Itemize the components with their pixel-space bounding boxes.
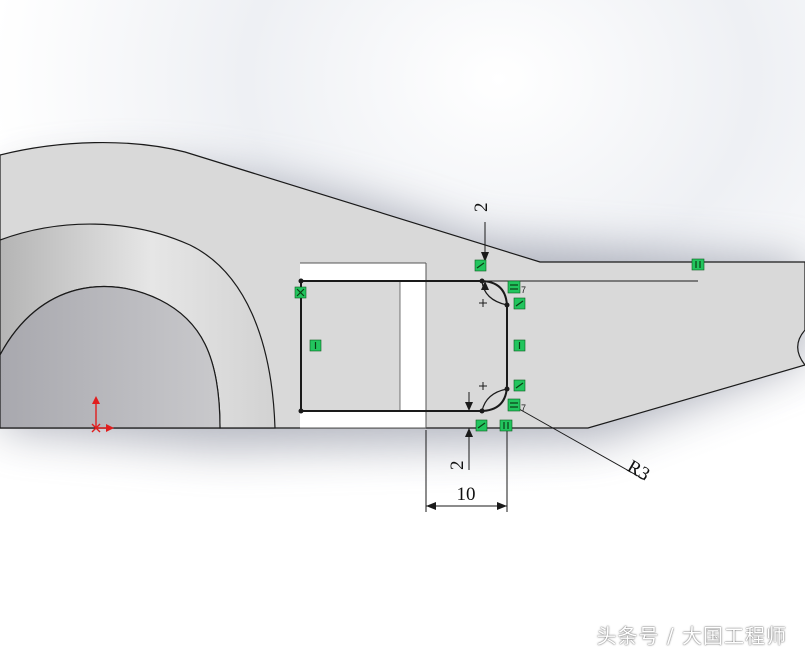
origin-icon bbox=[91, 396, 114, 433]
relation-horizontal-ref-icon bbox=[691, 258, 705, 271]
dimension-bottom-offset[interactable]: 2 bbox=[447, 392, 473, 470]
fillet-center-bottom bbox=[479, 382, 487, 390]
relation-tangent-bottom-icon bbox=[513, 379, 526, 392]
relation-coincident-top-icon bbox=[474, 259, 487, 272]
dimension-top-offset[interactable]: 2 bbox=[471, 203, 492, 291]
sketch-profile[interactable] bbox=[300, 280, 508, 412]
slot-bottom-strip bbox=[300, 411, 426, 428]
fillet-center-top bbox=[479, 299, 487, 307]
slot-top-strip bbox=[300, 263, 426, 281]
relation-markers[interactable] bbox=[294, 258, 705, 432]
relation-equal-top-icon bbox=[507, 280, 521, 294]
marker-index-bottom: 7 bbox=[521, 403, 526, 413]
relation-equal-bottom-icon bbox=[507, 398, 521, 412]
fillet-construction-bottom bbox=[481, 388, 508, 412]
dimension-bottom-offset-value: 2 bbox=[447, 461, 468, 471]
dimension-top-offset-value: 2 bbox=[471, 203, 492, 213]
relation-coincident-bottom-icon bbox=[475, 419, 488, 432]
relation-parallel-left-icon bbox=[309, 339, 322, 352]
relation-tangent-top-icon bbox=[513, 297, 526, 310]
relation-parallel-right-icon bbox=[513, 339, 526, 352]
relation-horizontal-bottom-icon bbox=[499, 419, 513, 432]
slot-rib bbox=[399, 280, 427, 412]
arch-cavity bbox=[0, 285, 221, 429]
watermark-text: 头条号 / 大国工程师 bbox=[596, 624, 787, 648]
relation-vertical-left-icon bbox=[294, 286, 307, 299]
fillet-construction-top bbox=[481, 280, 508, 306]
dimension-width[interactable]: 10 bbox=[425, 430, 508, 512]
dimension-width-value: 10 bbox=[457, 484, 476, 505]
marker-index-top: 7 bbox=[521, 285, 526, 295]
